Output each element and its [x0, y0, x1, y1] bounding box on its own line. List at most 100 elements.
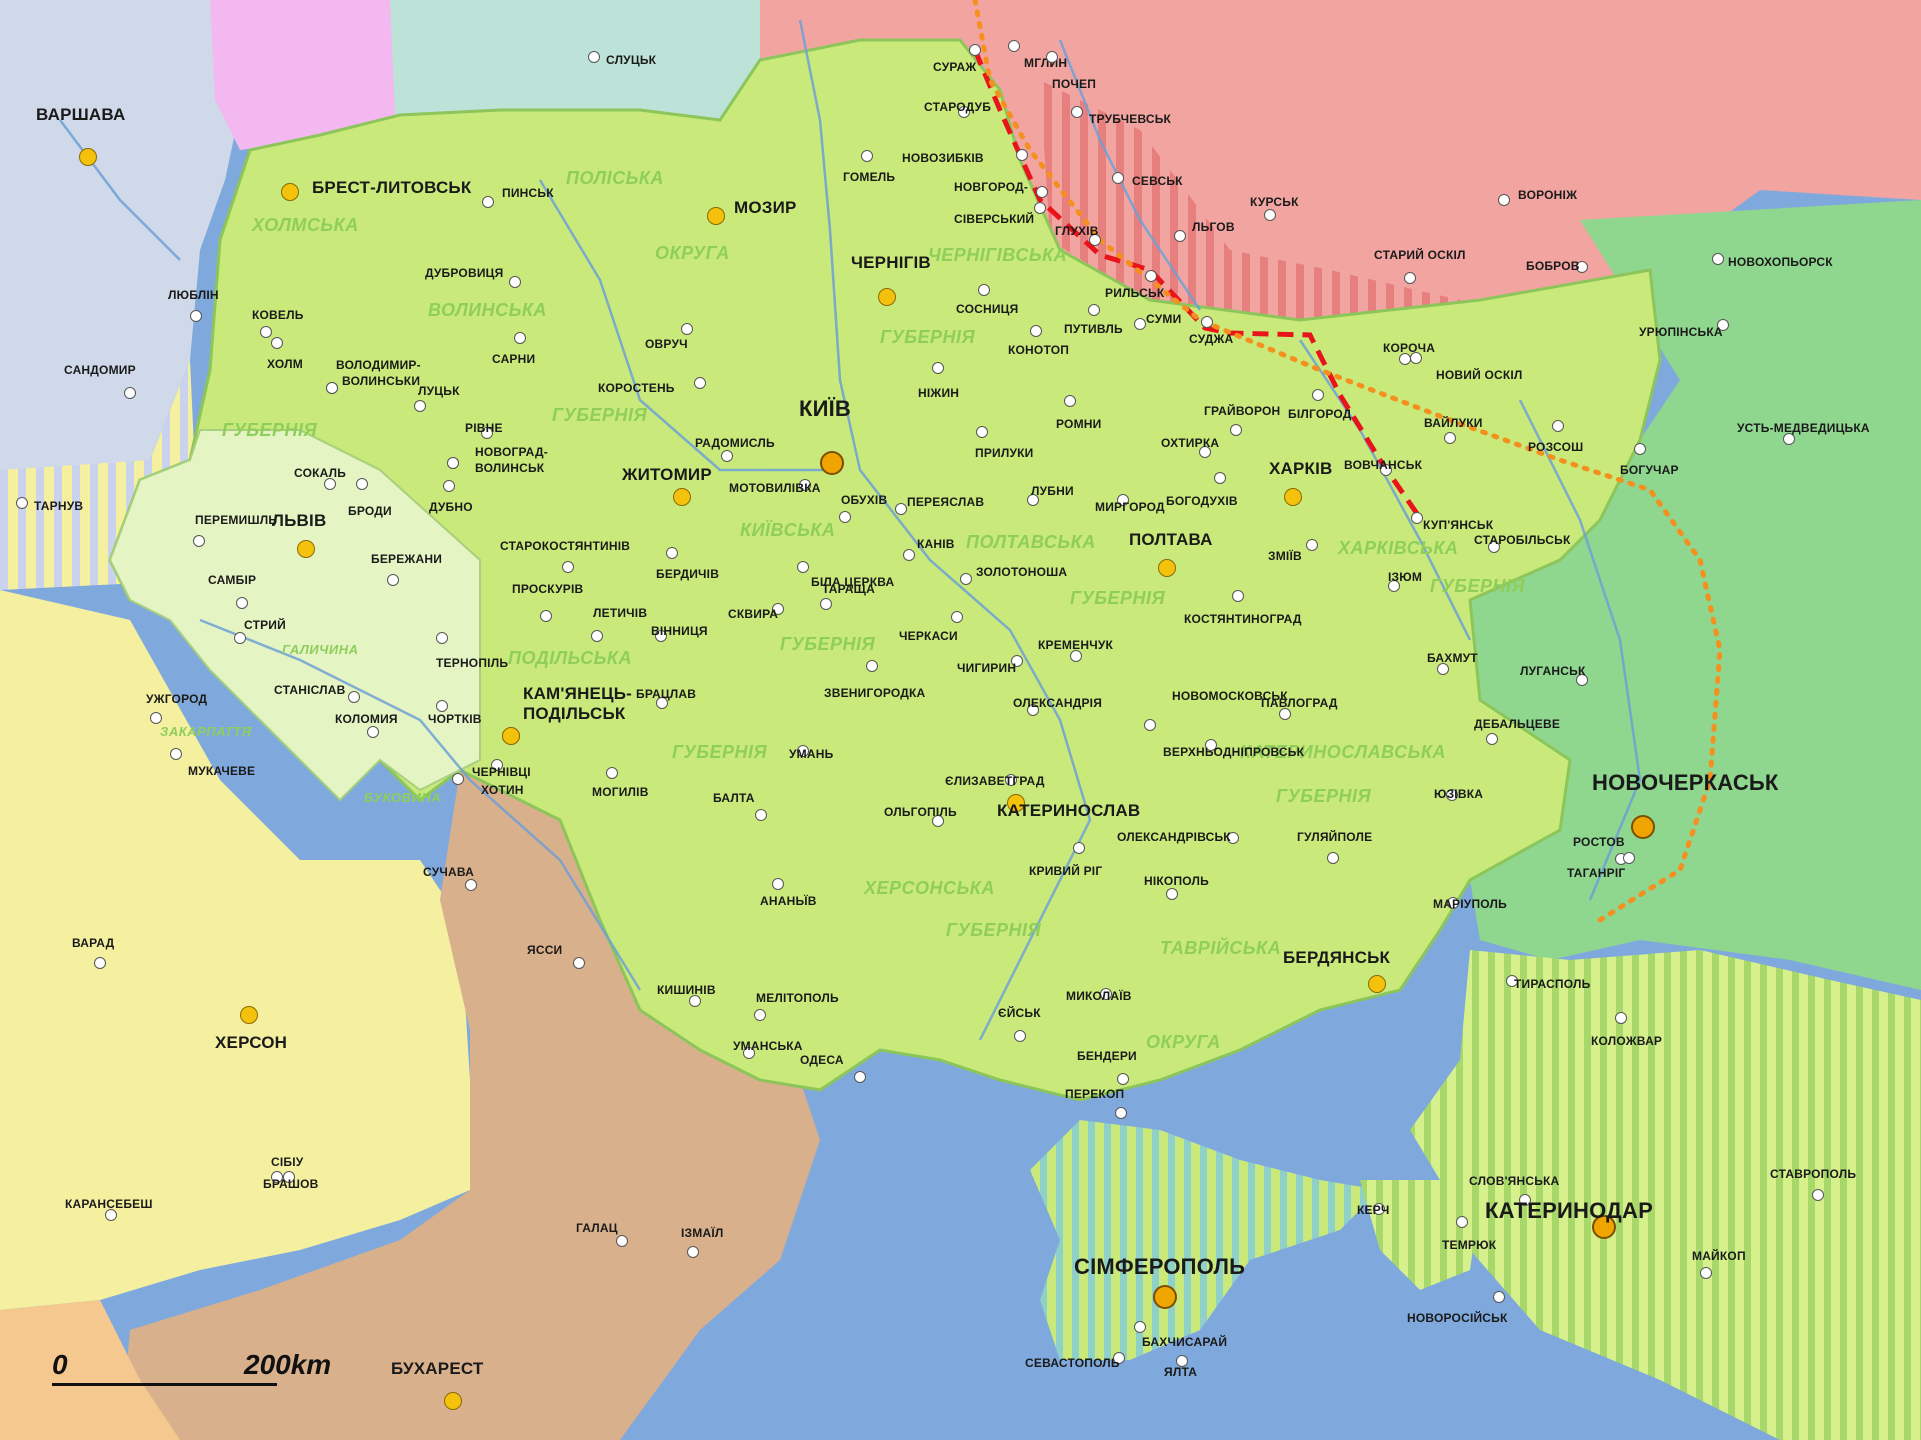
city-dot [1199, 446, 1211, 458]
city-dot [1380, 464, 1392, 476]
city-dot [797, 745, 809, 757]
city-name: ВОВЧАНСЬК [1344, 458, 1423, 472]
city-name: МИКОЛАЇВ [1066, 989, 1132, 1003]
city-name: КОРОЧА [1383, 341, 1436, 355]
city-dot [976, 426, 988, 438]
region-label: ВОЛИНСЬКА [428, 300, 547, 320]
city-dot [1712, 253, 1724, 265]
city-dot [1201, 316, 1213, 328]
region-label: ХАРКІВСЬКА [1338, 538, 1459, 558]
city-dot [1005, 774, 1017, 786]
romania-region [0, 590, 470, 1310]
city-name: НОВОЗИБКІВ [902, 151, 984, 165]
city-name: НОВОРОСІЙСЬК [1407, 1311, 1508, 1325]
city-dot [1115, 1107, 1127, 1119]
city-dot [1264, 209, 1276, 221]
city-dot [1070, 650, 1082, 662]
city-name: ІЗМАЇЛ [681, 1226, 724, 1240]
city-name: ПЕРЕКОП [1065, 1087, 1125, 1101]
city-name: ЯЛТА [1164, 1365, 1198, 1379]
city-dot [1174, 230, 1186, 242]
region-label: ПОЛТАВСЬКА [966, 532, 1096, 552]
city-dot [1615, 1012, 1627, 1024]
city-name: ДУБНО [429, 500, 473, 514]
city-dot [1030, 325, 1042, 337]
corner-region [0, 1300, 180, 1440]
scale-line [52, 1383, 277, 1386]
city-dot [414, 400, 426, 412]
city-dot [820, 598, 832, 610]
city-name: КУРСЬК [1250, 195, 1299, 209]
city-dot [1576, 674, 1588, 686]
city-name: КАТЕРИНОСЛАВ [997, 801, 1141, 820]
city-dot [754, 1009, 766, 1021]
city-dot [1279, 708, 1291, 720]
city-dot [190, 310, 202, 322]
city-dot [1284, 488, 1302, 506]
city-dot [1089, 234, 1101, 246]
front-line [972, 49, 1423, 520]
city-dot [387, 574, 399, 586]
city-name: РОСТОВ [1573, 835, 1625, 849]
city-name: СЛОВ'ЯНСЬКА [1469, 1174, 1560, 1188]
city-name: САНДОМИР [64, 363, 136, 377]
city-name: ЛУЦЬК [418, 384, 460, 398]
city-name: УМАНЬ [789, 747, 834, 761]
city-name: ОЛЕКСАНДРІВСЬК [1117, 830, 1231, 844]
city-dot [367, 726, 379, 738]
city-name: МОГИЛІВ [592, 785, 649, 799]
city-name: КАТЕРИНОДАР [1485, 1198, 1653, 1223]
city-name: БЕНДЕРИ [1077, 1049, 1137, 1063]
city-name: МАЙКОП [1692, 1249, 1746, 1263]
lithuania-region [210, 0, 400, 150]
city-dot [1232, 590, 1244, 602]
city-dot [673, 488, 691, 506]
city-name: КОРОСТЕНЬ [598, 381, 675, 395]
city-name: ВАЙЛУКИ [1424, 416, 1483, 430]
city-dot [1623, 852, 1635, 864]
city-dot [687, 1246, 699, 1258]
city-name: БРЕСТ-ЛИТОВСЬК [312, 178, 472, 197]
city-name: СТАРОБІЛЬСЬК [1474, 533, 1571, 547]
city-name: УСТЬ-МЕДВЕДИЦЬКА [1737, 421, 1870, 435]
city-dot [1011, 655, 1023, 667]
city-name: МАРІУПОЛЬ [1433, 897, 1507, 911]
city-name: ЛУГАНСЬК [1520, 664, 1586, 678]
city-dot [1117, 494, 1129, 506]
city-dot [1088, 304, 1100, 316]
city-name: ВАРАД [72, 936, 115, 950]
city-dot [436, 632, 448, 644]
city-dot [1498, 194, 1510, 206]
city-dot [1437, 663, 1449, 675]
city-name: МИРГОРОД [1095, 500, 1165, 514]
city-dot [707, 207, 725, 225]
region-label: ГУБЕРНІЯ [672, 742, 768, 762]
city-name: ПИНСЬК [502, 186, 554, 200]
city-name: ОХТИРКА [1161, 436, 1220, 450]
city-dot [1456, 1216, 1468, 1228]
city-name: УМАНСЬКА [733, 1039, 803, 1053]
city-name: НОВОГРАД- [475, 445, 548, 459]
region-label: ГУБЕРНІЯ [1276, 786, 1372, 806]
city-name: СУДЖА [1189, 332, 1234, 346]
city-dot [799, 479, 811, 491]
region-label: ГАЛИЧИНА [282, 642, 359, 657]
city-dot [854, 1071, 866, 1083]
kuban-hatch [1410, 950, 1921, 1440]
city-name: ВАРШАВА [36, 105, 126, 124]
city-name: ЄЙСЬК [998, 1006, 1041, 1020]
city-name: ТАРНУВ [34, 499, 84, 513]
city-dot [1158, 559, 1176, 577]
region-label: КИЇВСЬКА [740, 520, 836, 540]
city-dot [932, 362, 944, 374]
city-dot [356, 478, 368, 490]
region-label: ПОЛІСЬКА [566, 168, 664, 188]
city-name: ПРИЛУКИ [975, 446, 1034, 460]
city-dot [1447, 897, 1459, 909]
city-name: ГЛУХІВ [1055, 224, 1099, 238]
city-dot [491, 759, 503, 771]
city-name: ХОЛМ [267, 357, 303, 371]
city-dot [689, 995, 701, 1007]
city-dot [1134, 1321, 1146, 1333]
